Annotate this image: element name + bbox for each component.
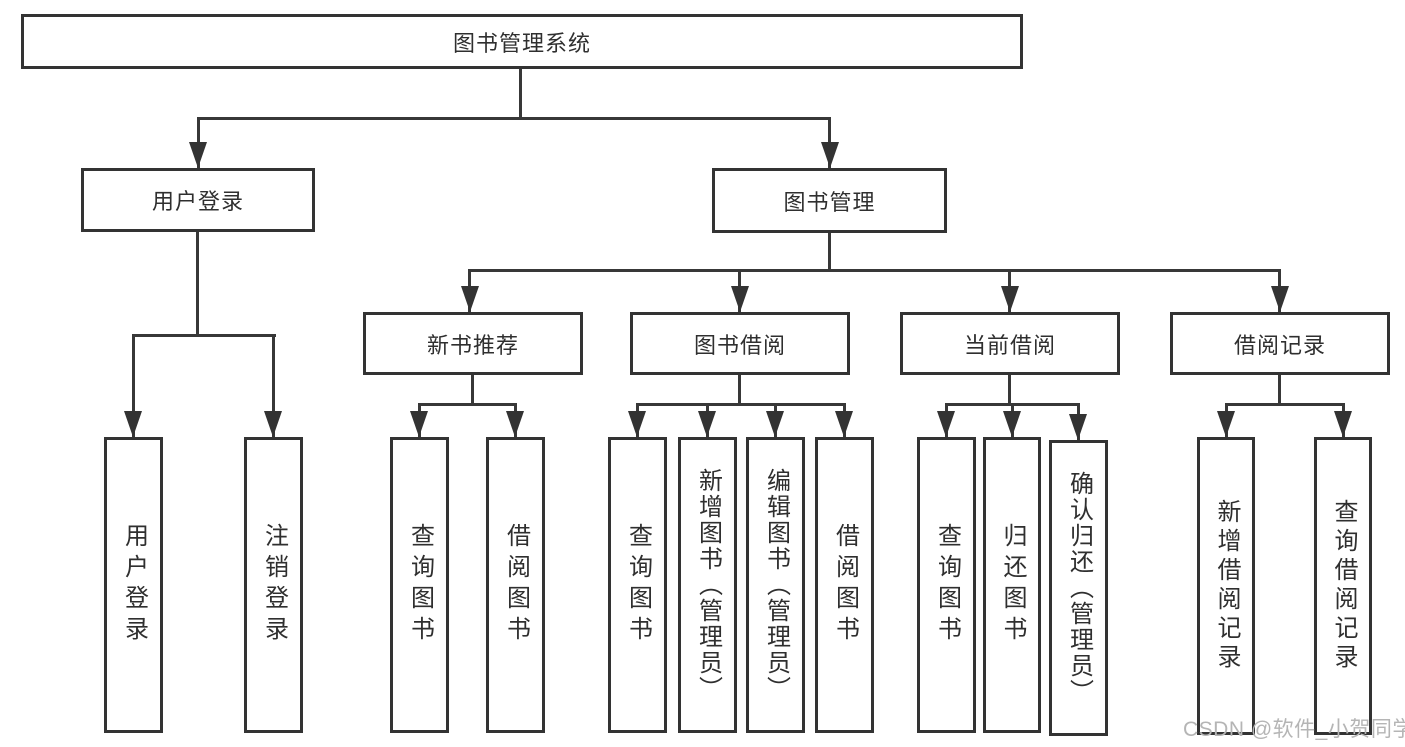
connector-line xyxy=(196,232,199,337)
connector-line xyxy=(1225,403,1345,406)
arrow-down-icon xyxy=(731,286,749,312)
arrow-down-icon xyxy=(1217,411,1235,437)
leaf-return-books: 归还图书 xyxy=(983,437,1041,733)
arrow-down-icon xyxy=(1069,414,1087,440)
leaf-label: 查询图书 xyxy=(406,523,434,647)
connector-line xyxy=(1008,375,1011,406)
arrow-down-icon xyxy=(1003,411,1021,437)
leaf-query-books-borrow: 查询图书 xyxy=(608,437,667,733)
leaf-label: 归还图书 xyxy=(999,523,1026,647)
arrow-down-icon xyxy=(189,142,207,168)
node-label: 新书推荐 xyxy=(426,332,519,358)
arrow-down-icon xyxy=(461,286,479,312)
connector-line xyxy=(636,403,846,406)
connector-line xyxy=(471,375,474,406)
connector-line xyxy=(132,334,276,337)
leaf-query-books-current: 查询图书 xyxy=(917,437,976,733)
leaf-label: 查询图书 xyxy=(624,523,652,647)
node-label: 当前借阅 xyxy=(963,332,1056,358)
connector-line xyxy=(519,69,522,119)
leaf-edit-book-admin: 编辑图书（管理员） xyxy=(746,437,805,733)
node-label: 图书管理 xyxy=(783,189,876,215)
node-current-borrowing: 当前借阅 xyxy=(900,312,1120,375)
leaf-logout: 注销登录 xyxy=(244,437,303,733)
leaf-label: 确认归还（管理员） xyxy=(1065,471,1093,705)
leaf-user-login: 用户登录 xyxy=(104,437,163,733)
node-label: 借阅记录 xyxy=(1233,332,1326,358)
arrow-down-icon xyxy=(1001,286,1019,312)
leaf-label: 用户登录 xyxy=(120,523,148,647)
arrow-down-icon xyxy=(766,411,784,437)
arrow-down-icon xyxy=(506,411,524,437)
connector-line xyxy=(418,403,517,406)
node-user-login: 用户登录 xyxy=(81,168,315,232)
leaf-query-books-recommend: 查询图书 xyxy=(390,437,449,733)
connector-line xyxy=(738,375,741,406)
leaf-label: 查询借阅记录 xyxy=(1330,499,1357,673)
node-book-management: 图书管理 xyxy=(712,168,947,233)
node-new-book-recommendation: 新书推荐 xyxy=(363,312,583,375)
connector-line xyxy=(468,269,1281,272)
connector-line xyxy=(1278,375,1281,406)
arrow-down-icon xyxy=(937,411,955,437)
arrow-down-icon xyxy=(124,411,142,437)
leaf-label: 借阅图书 xyxy=(831,523,859,647)
arrow-down-icon xyxy=(698,411,716,437)
node-label: 图书管理系统 xyxy=(452,30,591,56)
leaf-query-borrow-record: 查询借阅记录 xyxy=(1314,437,1372,735)
leaf-label: 查询图书 xyxy=(933,523,961,647)
leaf-label: 新增借阅记录 xyxy=(1213,499,1240,673)
node-book-borrowing: 图书借阅 xyxy=(630,312,850,375)
arrow-down-icon xyxy=(1334,411,1352,437)
arrow-down-icon xyxy=(628,411,646,437)
arrow-down-icon xyxy=(821,142,839,168)
leaf-borrow-books-recommend: 借阅图书 xyxy=(486,437,545,733)
node-label: 用户登录 xyxy=(151,189,244,214)
arrow-down-icon xyxy=(1271,286,1289,312)
leaf-label: 注销登录 xyxy=(260,523,288,647)
watermark-text: CSDN @软件_小贺同学 xyxy=(1183,718,1405,741)
connector-line xyxy=(828,233,831,272)
leaf-borrow-books: 借阅图书 xyxy=(815,437,874,733)
connector-line xyxy=(132,334,135,437)
leaf-add-book-admin: 新增图书（管理员） xyxy=(678,437,737,733)
leaf-confirm-return-admin: 确认归还（管理员） xyxy=(1049,440,1108,736)
node-library-management-system: 图书管理系统 xyxy=(21,14,1023,69)
connector-line xyxy=(272,334,275,437)
leaf-label: 新增图书（管理员） xyxy=(694,468,722,702)
node-borrowing-records: 借阅记录 xyxy=(1170,312,1390,375)
arrow-down-icon xyxy=(264,411,282,437)
leaf-label: 编辑图书（管理员） xyxy=(762,468,790,702)
arrow-down-icon xyxy=(410,411,428,437)
leaf-label: 借阅图书 xyxy=(502,523,530,647)
arrow-down-icon xyxy=(835,411,853,437)
leaf-add-borrow-record: 新增借阅记录 xyxy=(1197,437,1255,735)
connector-line xyxy=(197,117,831,120)
node-label: 图书借阅 xyxy=(693,332,786,358)
